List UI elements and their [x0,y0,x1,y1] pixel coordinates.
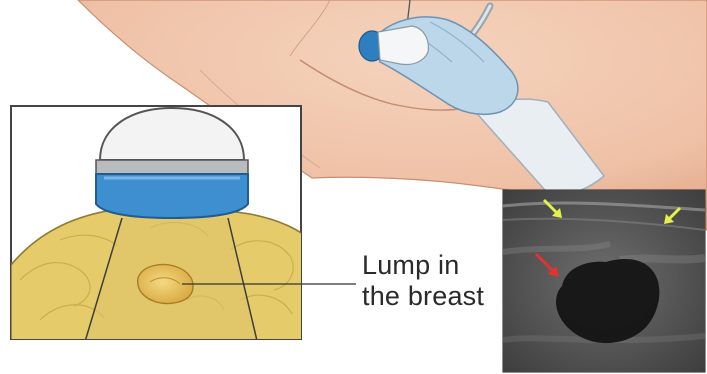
lump-label-line2: the breast [362,281,502,312]
lump-label: Lump in the breast [362,250,502,312]
ultrasound-probe-icon [359,26,428,65]
inset-probe [96,108,248,218]
inset-cross-section [11,106,310,345]
lump-label-line1: Lump in [362,250,502,281]
ultrasound-image [503,190,705,372]
